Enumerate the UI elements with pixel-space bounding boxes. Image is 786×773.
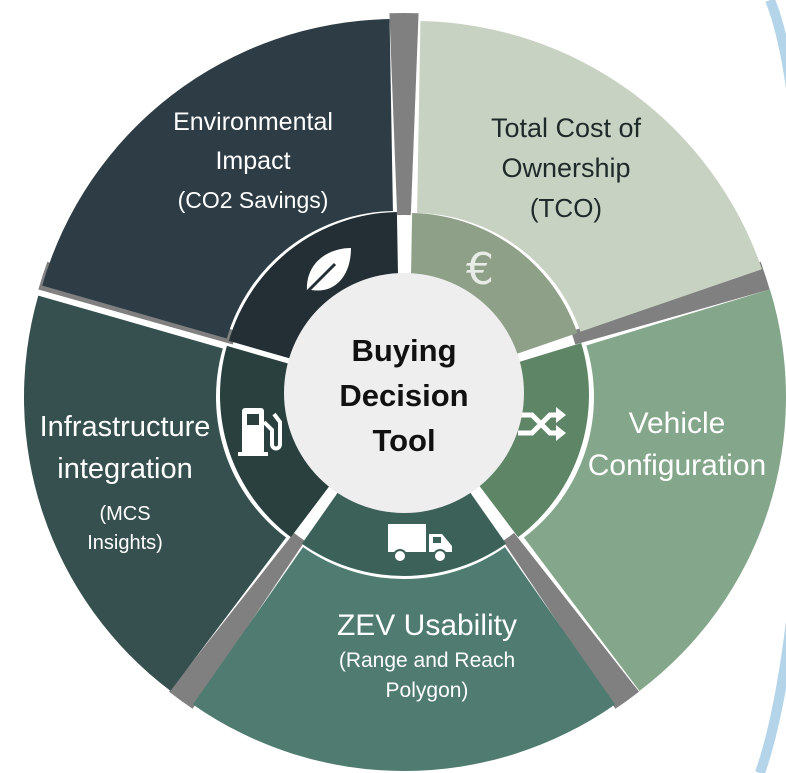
- center-circle: [284, 273, 524, 513]
- truck-icon: [388, 524, 452, 563]
- total-cost-of-ownership-title-line: Ownership: [501, 153, 630, 183]
- total-cost-of-ownership-segment[interactable]: [417, 21, 762, 332]
- environmental-impact-subtitle-line: (CO2 Savings): [178, 187, 329, 213]
- total-cost-of-ownership-title-line: Total Cost of: [491, 113, 642, 143]
- center-title-line-2: Decision: [339, 378, 468, 413]
- center-title-line-1: Buying: [351, 333, 456, 368]
- leaf-icon: [305, 248, 351, 294]
- total-cost-of-ownership-subtitle-line: (TCO): [530, 193, 602, 223]
- zev-usability-title-line: ZEV Usability: [337, 609, 517, 642]
- infrastructure-integration-subtitle-line: (MCS: [99, 503, 150, 525]
- separator-bar: [503, 532, 639, 709]
- separator-bar: [389, 13, 419, 216]
- vehicle-configuration-title-line: Vehicle: [629, 407, 726, 440]
- zev-usability-segment[interactable]: [192, 547, 616, 771]
- svg-text:€: €: [466, 244, 494, 295]
- center-title-line-3: Tool: [372, 423, 435, 458]
- environmental-impact-title-line: Environmental: [173, 108, 333, 136]
- vehicle-configuration-title-line: Configuration: [588, 449, 766, 482]
- environmental-impact-title-line: Impact: [215, 147, 290, 175]
- total-cost-of-ownership-inner-ring: [410, 213, 578, 355]
- infrastructure-integration-inner-ring: [220, 345, 331, 538]
- environmental-impact-segment[interactable]: [42, 19, 393, 339]
- infrastructure-integration-segment[interactable]: [23, 295, 287, 691]
- infrastructure-integration-title-line: integration: [57, 453, 192, 485]
- background-accent-arc: [755, 0, 786, 773]
- zev-usability-subtitle-line: Polygon): [386, 679, 469, 702]
- infrastructure-integration-title-line: Infrastructure: [40, 411, 211, 443]
- vehicle-configuration-inner-ring: [478, 342, 589, 538]
- zev-usability-subtitle-line: (Range and Reach: [339, 649, 515, 672]
- euro-icon: €: [466, 244, 494, 295]
- infrastructure-integration-subtitle-line: Insights): [87, 532, 163, 554]
- shuffle-icon: [518, 407, 566, 441]
- fuel-pump-icon: [238, 408, 282, 456]
- separator-bar: [169, 532, 305, 709]
- vehicle-configuration-segment[interactable]: [523, 289, 786, 691]
